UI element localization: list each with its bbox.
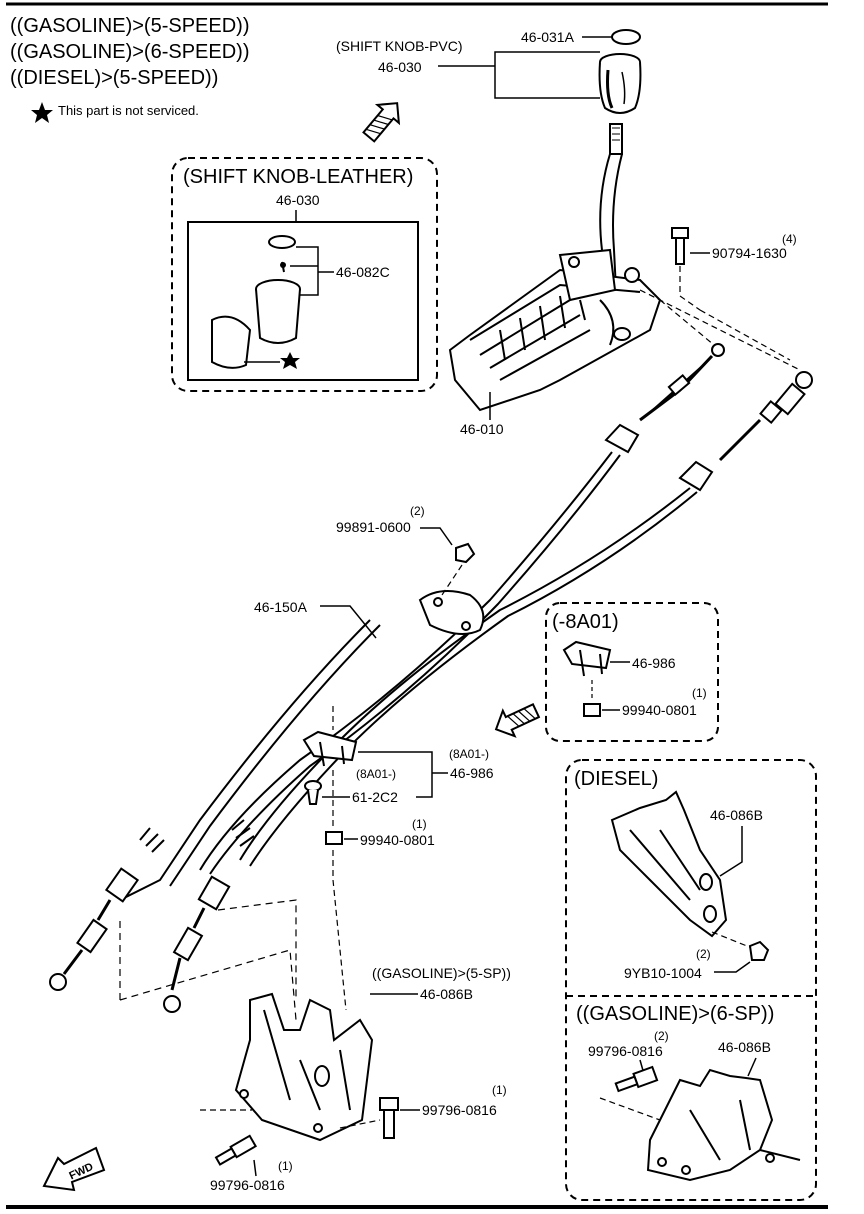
part-99796-0816-a-label: 99796-0816 — [422, 1102, 497, 1118]
clip-46-986-mid — [302, 730, 358, 767]
nut-9yb10 — [748, 940, 770, 961]
nut-99940-mid — [325, 831, 343, 845]
bolt-90794 — [671, 227, 689, 265]
group-label-gas5: ((GASOLINE)>(5-SP)) — [372, 965, 511, 981]
leather-group-box — [171, 157, 438, 392]
shift-lever-rod — [599, 123, 623, 291]
header-line-1: ((GASOLINE)>(5-SPEED)) — [10, 15, 249, 37]
part-46-086B-diesel-label: 46-086B — [710, 807, 763, 823]
cable-grommet — [418, 590, 485, 635]
pin-61-2C2 — [304, 780, 322, 805]
group-label-8a01-sub-b: (8A01-) — [356, 767, 396, 781]
nut-99940-top — [583, 703, 601, 717]
bracket-gas6 — [646, 1068, 801, 1182]
part-46-086B-gas6-label: 46-086B — [718, 1039, 771, 1055]
leather-boot — [211, 315, 252, 369]
pvc-shift-knob — [598, 53, 642, 114]
part-99940-0801-top-label: 99940-0801 — [622, 702, 697, 718]
group-label-leather: (SHIFT KNOB-LEATHER) — [183, 166, 413, 188]
nut-99891 — [455, 542, 476, 564]
shift-cables — [119, 451, 698, 901]
part-61-2C2-label: 61-2C2 — [352, 789, 398, 805]
qty-99796-b: (1) — [278, 1159, 293, 1173]
part-99796-0816-c-label: 99796-0816 — [588, 1043, 663, 1059]
part-9YB10-1004-label: 9YB10-1004 — [624, 965, 702, 981]
knob-cap — [611, 29, 641, 45]
part-99891-0600-label: 99891-0600 — [336, 519, 411, 535]
part-46-010-label: 46-010 — [460, 421, 504, 437]
group-label-8a01: (-8A01) — [552, 611, 619, 633]
part-46-086B-gas5-label: 46-086B — [420, 986, 473, 1002]
part-99940-0801-mid-label: 99940-0801 — [360, 832, 435, 848]
qty-99940-mid: (1) — [412, 817, 427, 831]
not-serviced-note: This part is not serviced. — [58, 103, 199, 118]
direction-arrow-icon — [362, 102, 401, 143]
bracket-gas5 — [234, 992, 374, 1142]
star-icon-leather — [280, 352, 300, 369]
bracket-diesel — [610, 790, 728, 938]
cable-end-left-1 — [49, 827, 165, 991]
qty-99796-c: (2) — [654, 1029, 669, 1043]
group-8a01-box — [545, 602, 719, 742]
qty-99796-a: (1) — [492, 1083, 507, 1097]
part-90794-1630-label: 90794-1630 — [712, 245, 787, 261]
part-46-150A-label: 46-150A — [254, 599, 308, 615]
bolt-99796-b — [214, 1134, 258, 1166]
qty-90794: (4) — [782, 232, 797, 246]
bolt-99796-c — [614, 1065, 659, 1093]
group-label-diesel: (DIESEL) — [574, 768, 658, 790]
header-line-3: ((DIESEL)>(5-SPEED)) — [10, 67, 218, 89]
part-99796-0816-b-label: 99796-0816 — [210, 1177, 285, 1193]
direction-arrow-mid-icon — [494, 703, 541, 738]
part-46-986-top-label: 46-986 — [632, 655, 676, 671]
part-46-031A-label: 46-031A — [521, 29, 575, 45]
clip-46-986-top — [562, 640, 612, 677]
leather-inner-box — [187, 221, 419, 381]
cable-end-upper — [604, 343, 725, 454]
header-line-2: ((GASOLINE)>(6-SPEED)) — [10, 41, 249, 63]
cable-end-lower — [678, 371, 813, 492]
part-46-030-pvc-label: 46-030 — [378, 59, 422, 75]
part-46-082C-label: 46-082C — [336, 264, 390, 280]
leather-shift-knob — [255, 279, 301, 344]
group-label-8a01-sub-a: (8A01-) — [449, 747, 489, 761]
group-label-gas6: ((GASOLINE)>(6-SP)) — [576, 1003, 774, 1025]
bolt-99796-a — [379, 1097, 399, 1139]
star-icon — [31, 102, 53, 123]
cable-end-left-2 — [163, 819, 255, 1013]
shifter-base — [448, 248, 662, 412]
qty-99940-top: (1) — [692, 686, 707, 700]
part-46-986-mid-label: 46-986 — [450, 765, 494, 781]
part-46-030-leather-label: 46-030 — [276, 192, 320, 208]
qty-99891: (2) — [410, 504, 425, 518]
fwd-arrow-icon: FWD — [42, 1146, 106, 1192]
qty-9yb10: (2) — [696, 947, 711, 961]
group-label-pvc: (SHIFT KNOB-PVC) — [336, 38, 463, 54]
diesel-gas6-box — [565, 759, 817, 1201]
